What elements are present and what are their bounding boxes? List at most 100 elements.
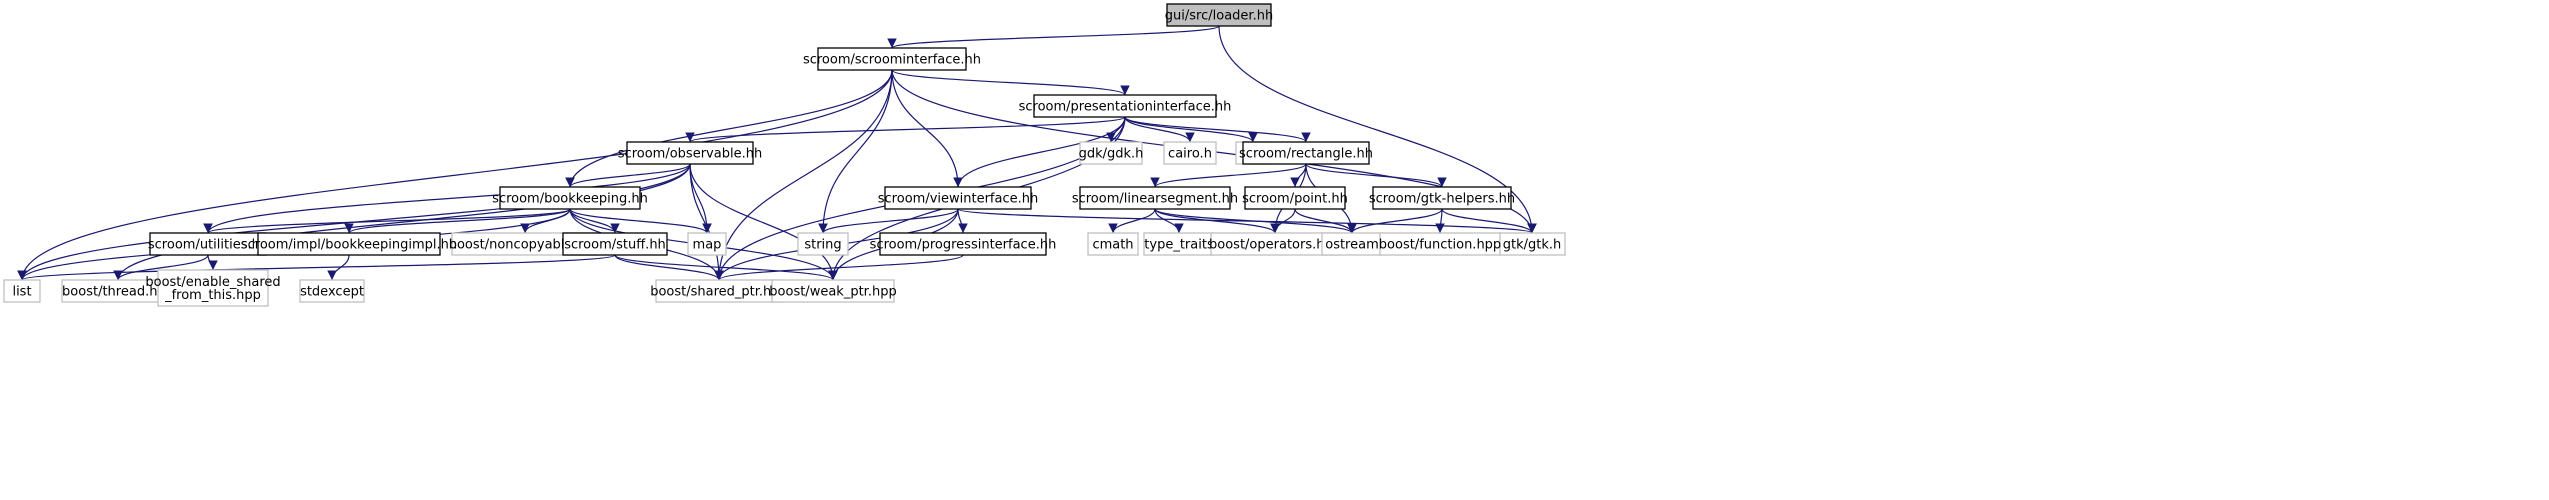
node-boost-function: boost/function.hpp — [1379, 232, 1501, 256]
node-box — [1033, 94, 1217, 118]
node-box — [299, 279, 365, 303]
node-box — [499, 186, 641, 210]
node-label: map — [693, 238, 722, 253]
edge-scroominterface-to-list — [17, 69, 893, 281]
node-scroom-point[interactable]: scroom/point.hh — [1242, 186, 1348, 210]
node-label: scroom/progressinterface.hh — [870, 238, 1057, 253]
edge-scroom_stuff-to-boost_shared_ptr — [614, 254, 724, 281]
node-label: stdexcept — [300, 285, 364, 300]
node-label: boost/function.hpp — [1379, 238, 1501, 253]
edge-scroom_presentationinterface-to-cairo — [1124, 116, 1195, 143]
node-box — [1163, 141, 1217, 165]
node-box — [879, 232, 1047, 256]
edge-scroom_rectangle-to-scroom_gtk_helpers — [1305, 163, 1447, 188]
node-label: scroom/bookkeeping.hh — [492, 192, 648, 207]
edge-scroom_linearsegment-to-cmath — [1108, 208, 1156, 234]
edge-scroom_utilities-to-boost_thread — [113, 254, 209, 281]
node-box — [257, 232, 441, 256]
node-label: gtk/gtk.h — [1503, 238, 1562, 253]
node-loader: gui/src/loader.hh — [1165, 3, 1273, 27]
node-boost-enable-shared: boost/enable_shared_from_this.hpp — [145, 269, 281, 307]
node-scroom-progressinterface[interactable]: scroom/progressinterface.hh — [870, 232, 1057, 256]
node-box — [687, 232, 727, 256]
node-scroom-rectangle[interactable]: scroom/rectangle.hh — [1239, 141, 1373, 165]
node-label: scroom/linearsegment.hh — [1072, 192, 1238, 207]
edge-scroominterface-to-string — [818, 69, 893, 234]
node-scroom-gtk-helpers[interactable]: scroom/gtk-helpers.hh — [1369, 186, 1515, 210]
node-boost-operators: boost/operators.hpp — [1209, 232, 1341, 256]
node-box — [1087, 232, 1139, 256]
node-gdk-gdk: gdk/gdk.h — [1079, 141, 1144, 165]
edge-scroom_observable-to-scroom_utilities — [203, 163, 691, 234]
node-boost-thread: boost/thread.hpp — [61, 279, 175, 303]
node-scroom-impl-bookkeepingimpl[interactable]: scroom/impl/bookkeepingimpl.hh — [241, 232, 457, 256]
node-label: string — [804, 238, 841, 253]
edge-loader-to-scroominterface — [887, 25, 1220, 49]
node-boost-shared-ptr: boost/shared_ptr.hpp — [650, 279, 788, 303]
node-box — [626, 141, 754, 165]
edge-scroominterface-to-scroom_bookkeeping — [565, 69, 893, 188]
edge-scroom_bookkeeping-to-boost_noncopyable — [520, 208, 571, 234]
node-box — [884, 186, 1032, 210]
node-label: cmath — [1092, 238, 1133, 253]
edge-scroominterface-to-scroom_presentationinterface — [891, 69, 1130, 96]
node-label: scroom/viewinterface.hh — [878, 192, 1038, 207]
node-stdexcept: stdexcept — [299, 279, 365, 303]
node-label: gdk/gdk.h — [1079, 147, 1144, 162]
edge-scroom_gtk_helpers-to-boost_function — [1435, 208, 1445, 234]
node-box — [1242, 141, 1370, 165]
node-scroom-linearsegment[interactable]: scroom/linearsegment.hh — [1072, 186, 1238, 210]
node-box — [1379, 232, 1501, 256]
edge-scroom_presentationinterface-to-scroom_observable — [685, 116, 1126, 143]
node-label: boost/shared_ptr.hpp — [650, 285, 788, 300]
edge-scroom_observable-to-scroom_bookkeeping — [565, 163, 691, 188]
node-label: scroom/stuff.hh — [564, 238, 666, 253]
node-box — [157, 269, 269, 307]
node-label: list — [12, 285, 31, 300]
node-box — [817, 47, 967, 71]
edge-scroom_viewinterface-to-scroom_progressinterface — [957, 208, 968, 234]
node-string: string — [797, 232, 849, 256]
node-box — [1244, 186, 1346, 210]
edge-scroom_bookkeeping-to-scroom_utilities — [203, 208, 571, 234]
node-label: type_traits — [1144, 238, 1214, 253]
node-label: scroom/scroominterface.hh — [803, 53, 981, 68]
edge-scroom_viewinterface-to-string — [818, 208, 959, 234]
node-list: list — [3, 279, 41, 303]
edge-scroom_linearsegment-to-type_traits — [1154, 208, 1184, 234]
node-cmath: cmath — [1087, 232, 1139, 256]
node-boost-weak-ptr: boost/weak_ptr.hpp — [769, 279, 897, 303]
edge-scroom_gtk_helpers-to-gtk_gtk — [1441, 208, 1537, 234]
node-scroom-viewinterface[interactable]: scroom/viewinterface.hh — [878, 186, 1038, 210]
node-scroom-bookkeeping[interactable]: scroom/bookkeeping.hh — [492, 186, 648, 210]
edge-scroom_observable-to-boost_weak_ptr — [689, 163, 838, 281]
node-box — [1079, 186, 1231, 210]
edge-scroom_presentationinterface-to-scroom_viewinterface — [953, 116, 1126, 188]
node-label: boost/thread.hpp — [62, 285, 174, 300]
edge-scroom_stuff-to-boost_weak_ptr — [614, 254, 838, 281]
node-scroom-stuff[interactable]: scroom/stuff.hh — [562, 232, 668, 256]
node-label: boost/enable_shared_from_this.hpp — [145, 275, 280, 303]
edge-loader-to-gtk_gtk — [1218, 25, 1537, 234]
node-box — [562, 232, 668, 256]
node-label: scroom/rectangle.hh — [1239, 147, 1373, 162]
node-label: scroom/presentationinterface.hh — [1019, 100, 1232, 115]
node-label: scroom/impl/bookkeepingimpl.hh — [241, 238, 457, 253]
edge-scroom_stuff-to-list — [17, 254, 616, 281]
node-scroom-presentationinterface[interactable]: scroom/presentationinterface.hh — [1019, 94, 1232, 118]
edge-scroom_rectangle-to-scroom_linearsegment — [1150, 163, 1307, 188]
node-scroom-observable[interactable]: scroom/observable.hh — [618, 141, 762, 165]
edge-scroom_observable-to-boost_thread — [113, 163, 691, 281]
node-map: map — [687, 232, 727, 256]
edge-scroom_progressinterface-to-boost_shared_ptr — [714, 254, 964, 281]
node-label: scroom/point.hh — [1242, 192, 1348, 207]
node-type-traits: type_traits — [1143, 232, 1215, 256]
node-layer: gui/src/loader.hh scroom/scroominterface.… — [3, 3, 1566, 307]
node-box — [771, 279, 895, 303]
node-scroom-utilities[interactable]: scroom/utilities.hh — [148, 232, 268, 256]
edge-scroom_point-to-boost_operators — [1270, 208, 1296, 234]
node-scroominterface[interactable]: scroom/scroominterface.hh — [803, 47, 981, 71]
node-label: scroom/observable.hh — [618, 147, 762, 162]
edge-scroom_bookkeeping-to-scroom_impl_bookkeepingimpl — [344, 208, 571, 234]
